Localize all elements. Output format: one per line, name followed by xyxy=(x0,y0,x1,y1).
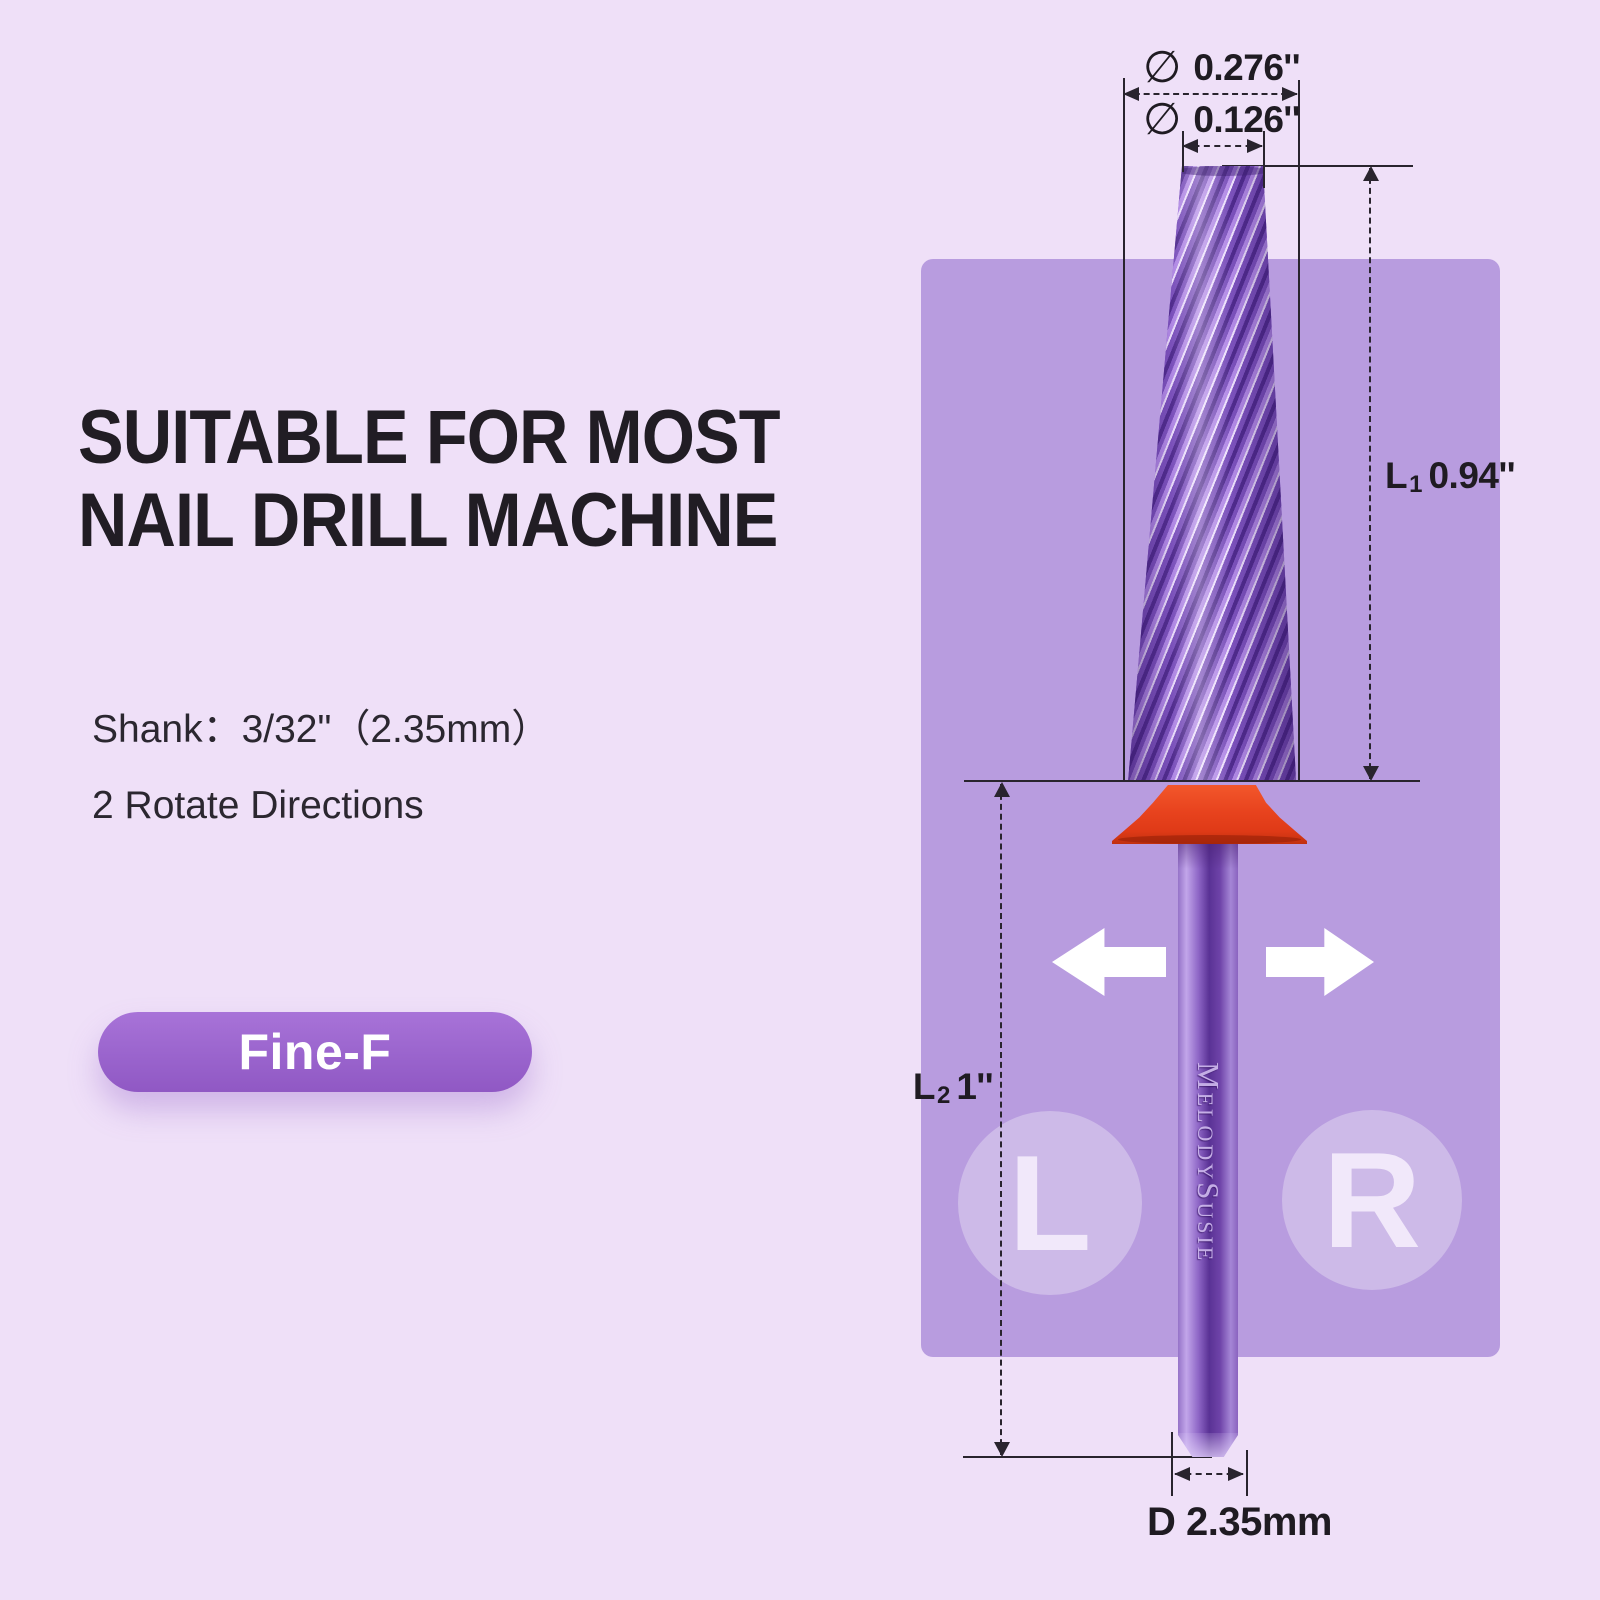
ref-line-flute-bottom xyxy=(964,780,1420,782)
inner-diameter-label: ∅ 0.126'' xyxy=(1143,95,1301,144)
shank-diameter-arrow xyxy=(1174,1467,1244,1481)
diameter-symbol-icon: ∅ xyxy=(1143,43,1182,92)
page-title: SUITABLE FOR MOST NAIL DRILL MACHINE xyxy=(78,395,781,563)
ref-line-shank-tip xyxy=(963,1456,1212,1458)
ext-line-shankd-left xyxy=(1171,1432,1173,1496)
l2-dimension-line xyxy=(994,782,1010,1457)
inner-diameter-arrow xyxy=(1182,139,1263,153)
title-line-1: SUITABLE FOR MOST xyxy=(78,395,781,480)
ext-line-inner-right xyxy=(1263,131,1265,188)
shank-diameter-label: D 2.35mm xyxy=(1147,1500,1332,1544)
outer-diameter-label: ∅ 0.276'' xyxy=(1143,43,1301,92)
brand-watermark: MelodySusie xyxy=(1191,1062,1226,1264)
outer-diameter-arrow xyxy=(1123,87,1298,101)
grit-badge-label: Fine-F xyxy=(238,1024,392,1080)
ext-line-outer-right xyxy=(1298,80,1300,781)
right-direction-circle: R xyxy=(1282,1110,1462,1290)
ext-line-shankd-right xyxy=(1246,1450,1248,1496)
l1-dimension-line xyxy=(1363,166,1379,781)
diameter-symbol-icon: ∅ xyxy=(1143,95,1182,144)
drill-bit-cone xyxy=(1128,166,1297,781)
l2-label: L 2 1'' xyxy=(912,1066,994,1109)
title-line-2: NAIL DRILL MACHINE xyxy=(78,478,778,563)
left-direction-circle: L xyxy=(958,1111,1142,1295)
rotate-spec: 2 Rotate Directions xyxy=(92,784,424,827)
shank-spec: Shank：3/32"（2.35mm） xyxy=(92,708,551,751)
left-direction-letter: L xyxy=(1008,1127,1092,1279)
spec-text: Shank：3/32"（2.35mm） 2 Rotate Directions xyxy=(92,692,550,844)
grit-badge: Fine-F xyxy=(98,1012,532,1092)
l1-label: L 1 0.94'' xyxy=(1385,455,1516,498)
ext-line-outer-left xyxy=(1123,78,1125,781)
ref-line-bit-top xyxy=(1222,165,1413,167)
right-direction-letter: R xyxy=(1322,1124,1422,1276)
